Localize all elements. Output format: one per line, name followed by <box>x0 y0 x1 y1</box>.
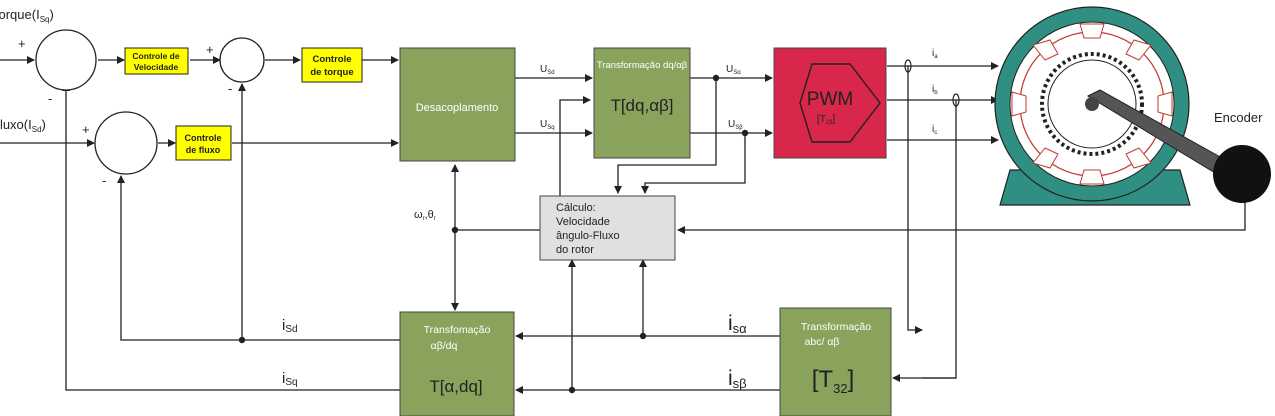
dq-alphabeta-block <box>593 47 691 159</box>
junction-dots <box>238 74 749 394</box>
ic-label: ic <box>932 124 937 136</box>
flux-summer <box>94 111 158 175</box>
alphabeta-dq-block <box>399 311 515 416</box>
calc-line-1: Cálculo: <box>556 202 596 214</box>
current-sensors <box>904 59 960 107</box>
isa-label: isα <box>728 312 747 336</box>
speed-control-block <box>124 47 189 75</box>
pwm-sub: [T23] <box>817 114 836 126</box>
calc-block <box>539 195 676 261</box>
calc-line-2: Velocidade <box>556 216 610 228</box>
usa-label: USα <box>726 64 741 76</box>
torque-control-block <box>301 47 363 83</box>
decoupling-label: Desacoplamento <box>416 102 499 114</box>
pwm-title: PWM <box>807 89 853 110</box>
flux-plus-sign: + <box>82 122 90 137</box>
flux-input-label: Fluxo(ISd) <box>0 117 46 134</box>
decoupling-block <box>399 47 516 162</box>
torque-control-label-2: de torque <box>310 67 353 78</box>
abc-ab-title-2: abc/ αβ <box>805 336 840 348</box>
ab-dq-formula: T[α,dq] <box>429 377 482 396</box>
pwm-block <box>773 47 887 159</box>
speed-control-label-2: Velocidade <box>134 62 179 72</box>
usb-label: USβ <box>728 119 743 131</box>
speed-control-label-1: Controle de <box>132 51 179 61</box>
dq-transform-formula: T[dq,αβ] <box>610 96 673 115</box>
speed-minus-sign: - <box>228 81 232 96</box>
abc-ab-title-1: Transformação <box>801 321 871 333</box>
torque-control-label-1: Controle <box>312 54 351 65</box>
summing-junctions <box>35 29 265 175</box>
speed-summer <box>219 37 265 83</box>
calc-line-4: do rotor <box>556 244 594 256</box>
torque-summer <box>35 29 97 91</box>
omega-theta-label: ωr,θr <box>414 209 436 222</box>
usq-label: USq <box>540 119 555 131</box>
calc-line-3: ângulo-Fluxo <box>556 230 620 242</box>
ab-dq-title-2: αβ/dq <box>431 340 458 352</box>
motor-icon <box>994 6 1241 206</box>
torque-plus-sign: + <box>18 36 26 51</box>
ib-label: ib <box>932 84 938 96</box>
flux-control-block <box>175 125 232 161</box>
flux-minus-sign: - <box>102 173 106 188</box>
torque-minus-sign: - <box>48 91 52 106</box>
encoder-icon <box>1213 145 1271 203</box>
abc-ab-formula: [T32] <box>812 366 854 396</box>
dq-transform-title: Transformação dq/αβ <box>597 60 688 71</box>
usd-label: USd <box>540 64 555 76</box>
torque-input-label: Torque(ISq) <box>0 7 54 24</box>
isd-label: iSd <box>282 317 298 335</box>
speed-plus-sign: + <box>206 42 214 57</box>
encoder-label: Encoder <box>1214 110 1263 125</box>
ab-dq-title-1: Transfomação <box>424 324 491 336</box>
pwm-hexagon <box>799 63 881 143</box>
flux-control-label-2: de fluxo <box>186 145 221 155</box>
ia-label: ia <box>932 48 938 60</box>
isq-label: iSq <box>282 370 298 388</box>
flux-control-label-1: Controle <box>185 133 222 143</box>
isb-label: isβ <box>728 367 747 391</box>
abc-alphabeta-block <box>779 307 892 416</box>
